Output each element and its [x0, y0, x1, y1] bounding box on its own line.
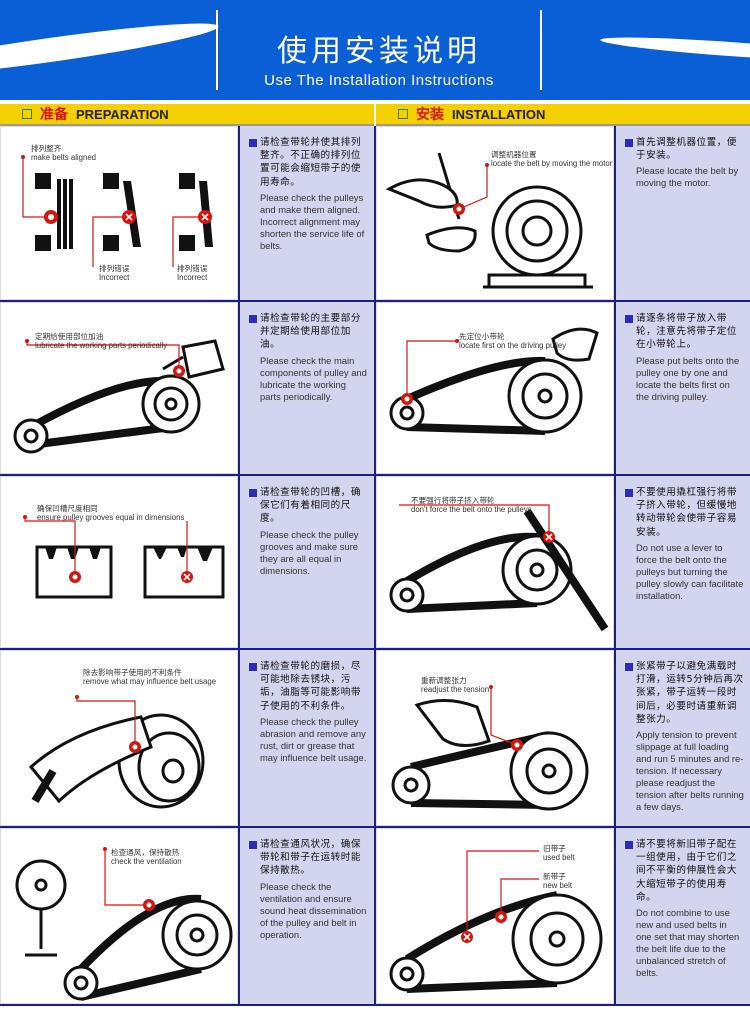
section-bar-preparation: 准备 PREPARATION [0, 104, 374, 126]
instruction-text-locate: 请逐条将带子放入带轮，注意先将带子定位在小带轮上。 Please put bel… [616, 302, 750, 474]
motor-drawing [385, 152, 593, 289]
title-frame: 使用安装说明 Use The Installation Instructions [216, 10, 542, 90]
bullet-icon [249, 489, 257, 497]
oil-can-drawing [13, 339, 225, 454]
section-title-en: INSTALLATION [452, 106, 546, 122]
instruction-en: Please check the pulley grooves and make… [260, 528, 359, 576]
bullet-icon [249, 841, 257, 849]
belt-locate-drawing [389, 327, 599, 435]
section-title-cn: 安装 [416, 107, 444, 123]
bullet-icon [625, 139, 633, 147]
section-title-en: PREPARATION [76, 106, 169, 122]
instruction-cn: 请检查通风状况，确保带轮和带子在运转时能保持散热。 [260, 839, 361, 877]
bullet-icon [249, 315, 257, 323]
cleaning-drawing [28, 695, 205, 809]
instruction-en: Do not combine to use new and used belts… [636, 907, 740, 979]
instruction-text-old-new: 请不要将新旧带子配在一组使用，由于它们之间不平衡的伸展性会大大缩短带子的使用寿命… [616, 828, 750, 1004]
instruction-cn: 请不要将新旧带子配在一组使用，由于它们之间不平衡的伸展性会大大缩短带子的使用寿命… [636, 839, 737, 903]
page-header: 使用安装说明 Use The Installation Instructions [0, 0, 750, 100]
page-subtitle: Use The Installation Instructions [264, 72, 494, 89]
instruction-cn: 请检查带轮并使其排列整齐。不正确的排列位置可能会缩短带子的使用寿命。 [260, 137, 361, 188]
instruction-text-clean: 请检查带轮的磨损，尽可能地除去锈块，污垢，油脂等可能影响带子使用的不利条件。 P… [240, 650, 374, 826]
footer-strip [0, 1006, 750, 1022]
instruction-text-grooves: 请检查带轮的凹槽，确保它们有着相同的尺度。 Please check the p… [240, 476, 374, 648]
instruction-en: Please check the pulley abrasion and rem… [260, 715, 367, 763]
instruction-cn: 不要使用撬杠强行将带子挤入带轮，但缓慢地转动带轮会使带子容易安装。 [636, 487, 737, 538]
instruction-text-lubricate: 请检查带轮的主要部分并定期给使用部位加油。 Please check the m… [240, 302, 374, 474]
header-decoration [599, 32, 750, 66]
instruction-en: Please put belts onto the pulley one by … [636, 354, 740, 402]
instruction-en: Apply tension to prevent slippage at ful… [636, 729, 744, 813]
instruction-cn: 请检查带轮的主要部分并定期给使用部位加油。 [260, 313, 361, 351]
instruction-en: Please locate the belt by moving the mot… [636, 165, 739, 189]
lever-drawing [389, 504, 609, 632]
instruction-en: Please check the main components of pull… [260, 354, 367, 402]
bullet-icon [625, 489, 633, 497]
instruction-en: Please check the ventilation and ensure … [260, 880, 367, 940]
bullet-icon [625, 663, 633, 671]
section-title-cn: 准备 [40, 107, 68, 123]
section-bar-installation: 安装 INSTALLATION [376, 104, 750, 126]
instruction-cn: 请检查带轮的磨损，尽可能地除去锈块，污垢，油脂等可能影响带子使用的不利条件。 [260, 661, 361, 712]
bullet-icon [625, 315, 633, 323]
bullet-icon [249, 663, 257, 671]
instruction-text-ventilation: 请检查通风状况，确保带轮和带子在运转时能保持散热。 Please check t… [240, 828, 374, 1004]
belt-mix-drawing [389, 850, 603, 993]
groove-drawing [23, 515, 225, 599]
instruction-text-tension: 张紧带子以避免满载时打滑，运转5分钟后再次张紧，带子运转一段时间后，必要时请重新… [616, 650, 750, 826]
instruction-en: Do not use a lever to force the belt ont… [636, 541, 744, 601]
instruction-cn: 张紧带子以避免满载时打滑，运转5分钟后再次张紧，带子运转一段时间后，必要时请重新… [636, 661, 744, 725]
instruction-text-align: 请检查带轮并使其排列整齐。不正确的排列位置可能会缩短带子的使用寿命。 Pleas… [240, 126, 374, 300]
fan-drawing [15, 847, 233, 1001]
instruction-cn: 首先调整机器位置，便于安装。 [636, 137, 737, 162]
page-title: 使用安装说明 [277, 34, 481, 69]
pulley-alignment-drawing [21, 155, 213, 267]
instruction-cn: 请逐条将带子放入带轮，注意先将带子定位在小带轮上。 [636, 313, 737, 351]
bullet-icon [625, 841, 633, 849]
instruction-en: Please check the pulleys and make them a… [260, 191, 365, 251]
instruction-cn: 请检查带轮的凹槽，确保它们有着相同的尺度。 [260, 487, 361, 525]
checkbox-icon [398, 109, 408, 119]
tension-drawing [391, 685, 589, 811]
instruction-text-motor: 首先调整机器位置，便于安装。 Please locate the belt by… [616, 126, 750, 300]
header-decoration [0, 14, 221, 86]
bullet-icon [249, 139, 257, 147]
checkbox-icon [22, 109, 32, 119]
instruction-text-lever: 不要使用撬杠强行将带子挤入带轮，但缓慢地转动带轮会使带子容易安装。 Do not… [616, 476, 750, 648]
